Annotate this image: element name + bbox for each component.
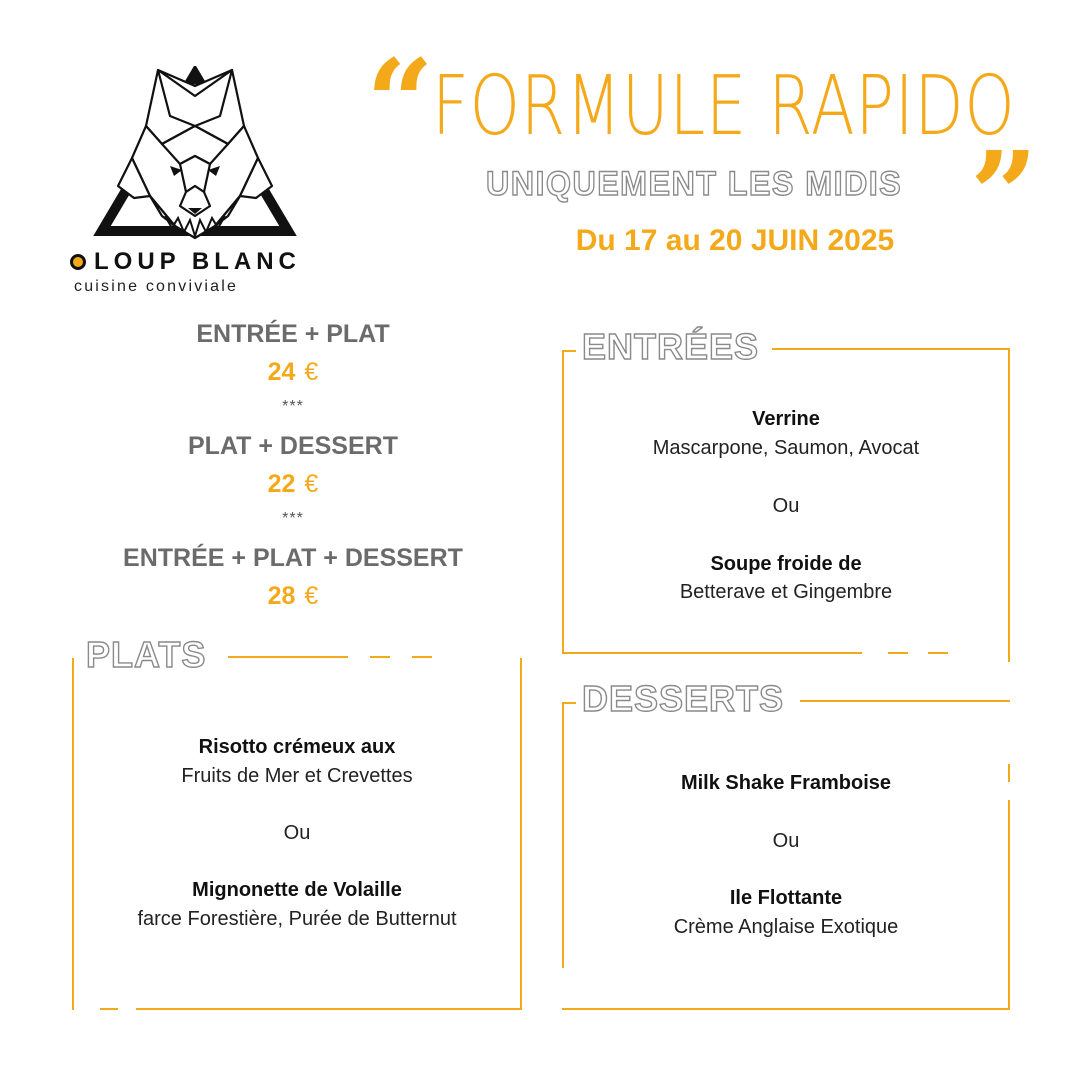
dish-desc: Betterave et Gingembre [679,581,893,603]
dish-desc: Mascarpone, Saumon, Avocat [652,437,920,459]
dish-name: Mignonette de Volaille [192,879,402,901]
brand-tagline: cuisine conviviale [74,278,239,295]
formula-label: ENTRÉE + PLAT [196,320,390,348]
dish-desc: Fruits de Mer et Crevettes [181,765,413,787]
quote-open-mark: “ [366,33,434,172]
quote-close-mark: ” [970,125,1038,264]
dish-desc: Crème Anglaise Exotique [673,916,899,938]
or-label: Ou [772,495,800,517]
page-subtitle: UNIQUEMENT LES MIDIS [485,164,903,203]
formula-price: 22 € [83,470,503,499]
dish-name: Verrine [752,408,820,430]
formula-price-currency: € [304,358,319,386]
or-label: Ou [772,830,800,852]
formula-price-currency: € [304,470,319,498]
formula-price-currency: € [304,582,319,610]
or-label: Ou [283,822,311,844]
section-title-entrees: ENTRÉES [576,325,766,368]
formula-price: 24 € [83,358,503,387]
wolf-logo [70,64,320,300]
brand-name-text: LOUP BLANC [94,248,301,275]
brand-dot-icon [70,254,86,270]
formula-price-value: 28 [267,582,296,610]
formula-separator: *** [282,398,304,415]
brand-name: LOUP BLANC [70,248,316,276]
dish-desc: farce Forestière, Purée de Butternut [137,908,457,930]
section-title-plats: PLATS [80,633,213,676]
dish-name: Risotto crémeux aux [198,736,396,758]
formula-label: PLAT + DESSERT [188,432,398,460]
formula-separator: *** [282,510,304,527]
formula-price: 28 € [83,582,503,611]
formula-label: ENTRÉE + PLAT + DESSERT [123,544,463,572]
formula-price-value: 24 [267,358,296,386]
wolf-icon [93,64,297,240]
dish-name: Ile Flottante [729,887,843,909]
section-title-desserts: DESSERTS [576,677,791,720]
dish-name: Soupe froide de [710,553,862,575]
page-title: FORMULE RAPIDO [432,59,1016,154]
dish-name: Milk Shake Framboise [680,772,892,794]
date-range: Du 17 au 20 JUIN 2025 [575,224,895,257]
formula-price-value: 22 [267,470,296,498]
